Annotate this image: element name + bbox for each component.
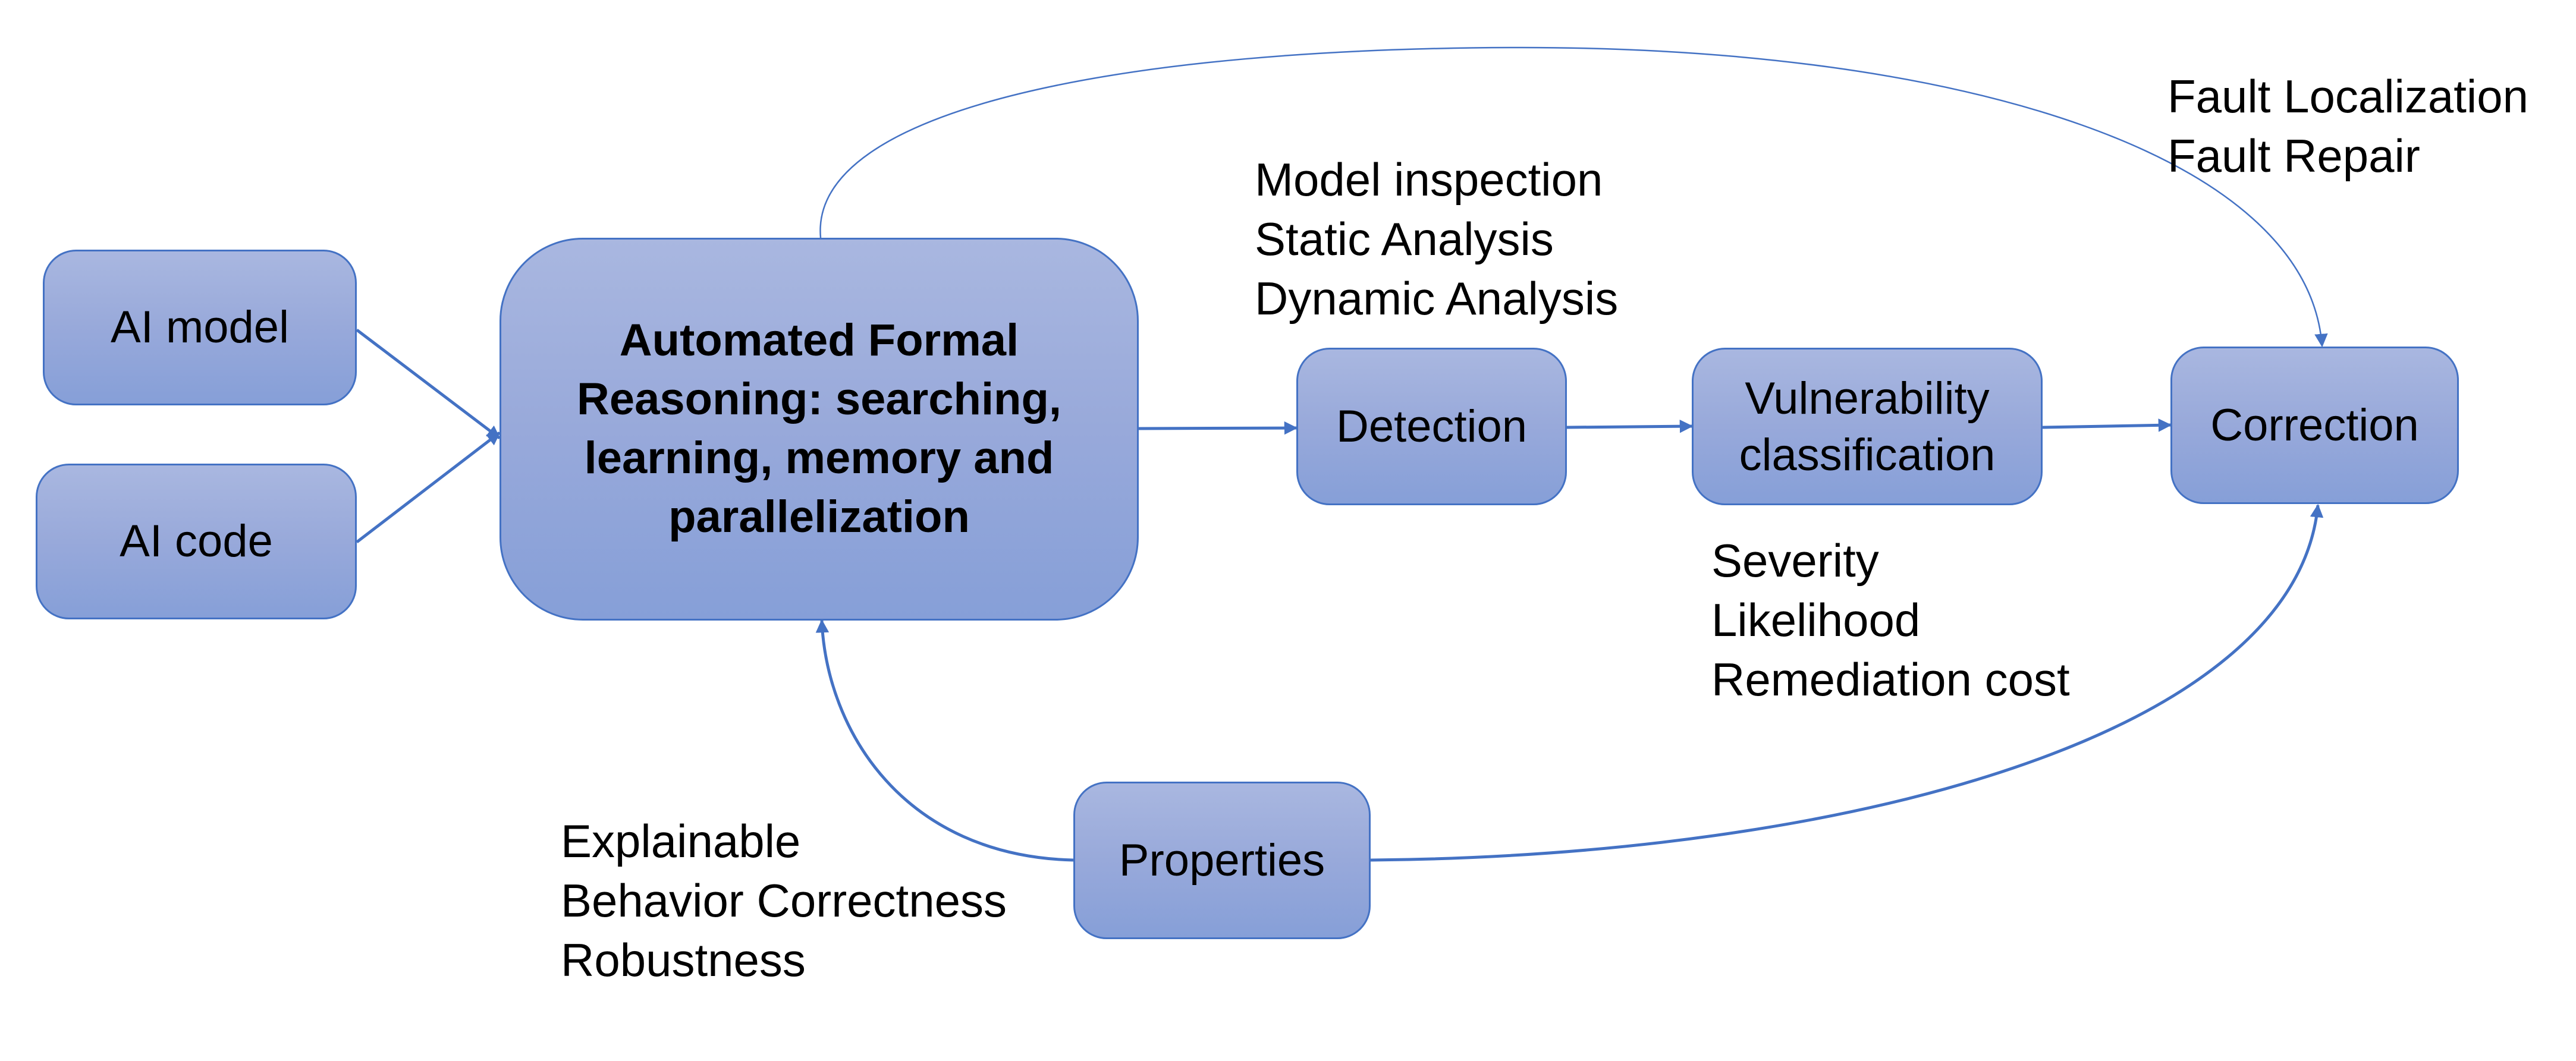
edge-detection-to-vulnerability bbox=[1566, 419, 1694, 433]
classification-criteria-note: Severity Likelihood Remediation cost bbox=[1711, 531, 2070, 709]
node-automated-formal-reasoning[interactable]: Automated Formal Reasoning: searching, l… bbox=[500, 238, 1139, 621]
edge-reasoning-to-detection bbox=[1138, 421, 1298, 435]
detection-method: Dynamic Analysis bbox=[1255, 272, 1619, 325]
detection-method: Static Analysis bbox=[1255, 213, 1554, 265]
node-ai-code-label: AI code bbox=[120, 516, 273, 567]
detection-method: Model inspection bbox=[1255, 153, 1603, 206]
edge-reasoning-to-correction bbox=[819, 46, 2328, 348]
node-properties-label: Properties bbox=[1119, 835, 1325, 886]
node-ai-model-label: AI model bbox=[111, 302, 289, 353]
correction-tasks-note: Fault Localization Fault Repair bbox=[2167, 67, 2528, 185]
vulnerability-label-line-2: classification bbox=[1739, 429, 1996, 480]
property-type: Explainable bbox=[561, 815, 801, 867]
edge-ai-code-to-reasoning bbox=[356, 432, 501, 543]
node-properties[interactable]: Properties bbox=[1073, 782, 1371, 939]
property-type: Robustness bbox=[561, 934, 806, 986]
vulnerability-label-line-1: Vulnerability bbox=[1745, 373, 1990, 424]
reasoning-label-line-2: Reasoning: searching, bbox=[576, 374, 1062, 425]
edge-vulnerability-to-correction bbox=[2042, 418, 2172, 432]
edge-ai-model-to-reasoning bbox=[356, 329, 501, 439]
node-correction[interactable]: Correction bbox=[2170, 347, 2459, 504]
correction-task: Fault Localization bbox=[2167, 70, 2529, 122]
node-detection[interactable]: Detection bbox=[1296, 348, 1567, 505]
node-ai-code[interactable]: AI code bbox=[36, 464, 357, 619]
reasoning-label-line-1: Automated Formal bbox=[619, 315, 1019, 366]
node-ai-model[interactable]: AI model bbox=[43, 250, 357, 405]
property-types-note: Explainable Behavior Correctness Robustn… bbox=[561, 811, 1007, 990]
node-correction-label: Correction bbox=[2210, 399, 2419, 451]
correction-task: Fault Repair bbox=[2167, 130, 2420, 182]
reasoning-label-line-3: learning, memory and bbox=[584, 433, 1054, 483]
node-vulnerability-classification[interactable]: Vulnerability classification bbox=[1692, 348, 2043, 505]
reasoning-label-line-4: parallelization bbox=[668, 491, 970, 542]
edge-properties-to-correction bbox=[1370, 503, 2324, 862]
classification-criterion: Likelihood bbox=[1711, 594, 1921, 646]
edge-properties-to-reasoning bbox=[815, 619, 1074, 862]
classification-criterion: Severity bbox=[1711, 534, 1879, 587]
detection-methods-note: Model inspection Static Analysis Dynamic… bbox=[1255, 150, 1618, 328]
classification-criterion: Remediation cost bbox=[1711, 653, 2070, 706]
property-type: Behavior Correctness bbox=[561, 874, 1007, 927]
node-detection-label: Detection bbox=[1336, 401, 1528, 452]
